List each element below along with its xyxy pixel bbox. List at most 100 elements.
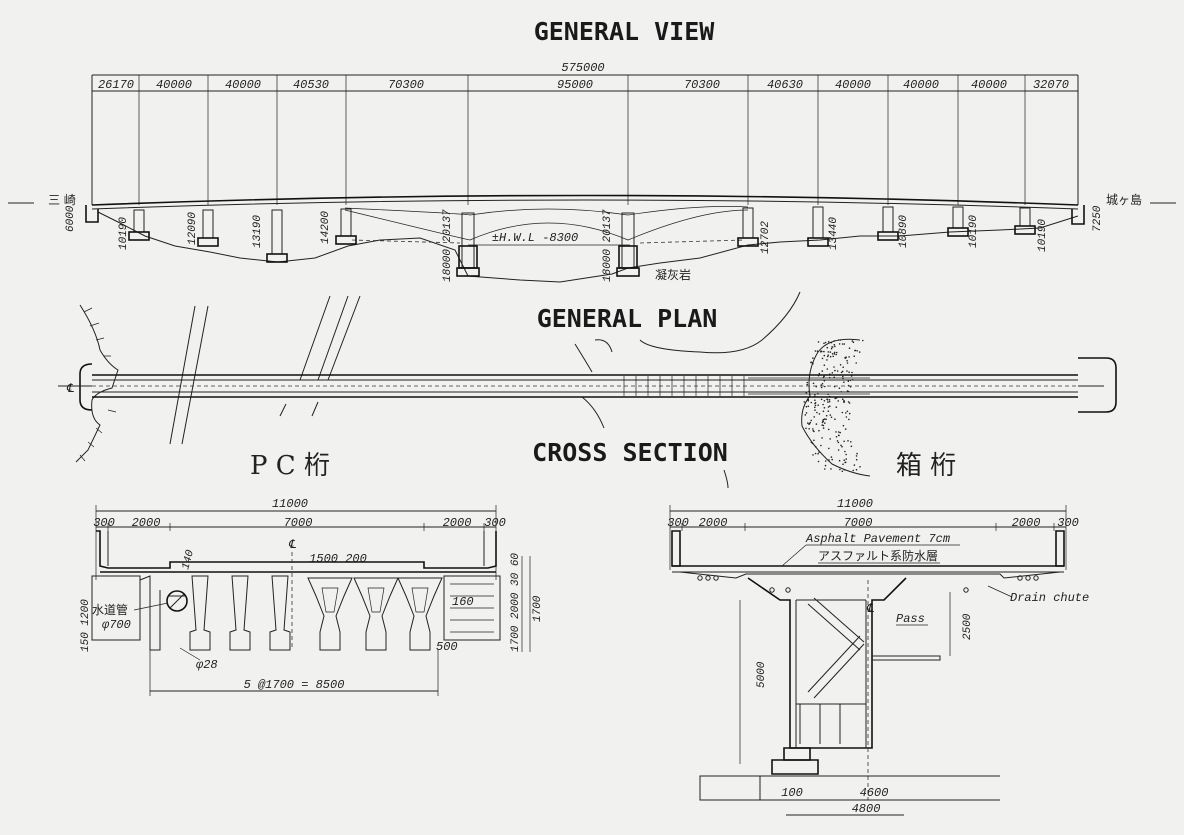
stipple-dot xyxy=(814,399,816,402)
stipple-dot xyxy=(821,370,824,372)
hwl-label: ±H.W.L -8300 xyxy=(492,231,578,245)
pier-footing xyxy=(807,237,829,247)
stipple-dot xyxy=(846,362,849,364)
span-dim: 40630 xyxy=(767,78,803,92)
stipple-dot xyxy=(825,414,828,417)
pavement-jp: アスファルト系防水層 xyxy=(818,548,938,563)
stipple-dot xyxy=(837,339,840,341)
pc-width-dim: 300 xyxy=(484,516,506,530)
stipple-dot xyxy=(848,402,851,404)
pier-height-label: 18000 20137 xyxy=(442,209,454,282)
pier-footing xyxy=(877,231,899,241)
stipple-dot xyxy=(841,445,843,448)
pier-height-label: 13190 xyxy=(252,215,264,248)
stipple-dot xyxy=(813,439,815,442)
stipple-dot xyxy=(858,351,861,353)
pier-height-label: 12090 xyxy=(187,212,199,245)
stipple-dot xyxy=(826,346,829,349)
pc-width-dim: 2000 xyxy=(132,516,161,530)
stipple-dot xyxy=(818,413,821,415)
stipple-dot xyxy=(855,468,858,471)
stipple-dot xyxy=(830,468,832,470)
general-plan-title: GENERAL PLAN xyxy=(537,304,718,333)
box-bottom-dim: 100 xyxy=(781,786,803,800)
bolt-hole xyxy=(1033,575,1039,581)
stipple-dot xyxy=(844,428,847,430)
pier-footing xyxy=(947,227,969,237)
stipple-dot xyxy=(827,406,830,408)
box-centerline: ℄ xyxy=(866,602,874,616)
stipple-dot xyxy=(852,469,854,472)
stipple-dot xyxy=(834,397,836,400)
stipple-dot xyxy=(845,453,847,456)
stipple-dot xyxy=(835,431,837,433)
stipple-dot xyxy=(807,422,809,424)
pier-footing xyxy=(456,267,480,277)
stipple-dot xyxy=(828,400,831,403)
stipple-dot xyxy=(853,464,856,466)
pier-height-label: 10190 xyxy=(968,215,980,248)
stipple-dot xyxy=(845,416,848,418)
stipple-dot xyxy=(844,450,846,453)
pier xyxy=(621,212,635,269)
stipple-dot xyxy=(844,461,847,464)
stipple-dot xyxy=(810,441,813,444)
stipple-dot xyxy=(830,416,833,419)
stipple-dot xyxy=(824,385,826,388)
water-pipe-size: φ700 xyxy=(102,618,131,632)
stipple-dot xyxy=(854,349,856,352)
stipple-dot xyxy=(842,424,845,427)
pc-bottom-dim: 5 @1700 = 8500 xyxy=(244,678,345,692)
stipple-dot xyxy=(855,362,857,364)
stipple-dot xyxy=(820,386,823,389)
stipple-dot xyxy=(835,436,838,438)
stipple-dot xyxy=(844,357,846,359)
pc-girder xyxy=(229,575,251,651)
stipple-dot xyxy=(837,434,840,437)
span-dim: 40000 xyxy=(835,78,871,92)
stipple-dot xyxy=(822,403,824,406)
stipple-dot xyxy=(839,431,841,434)
pc-width-dim: 7000 xyxy=(284,516,313,530)
stipple-dot xyxy=(843,469,846,471)
pc-girder xyxy=(397,577,443,651)
stipple-dot xyxy=(856,350,858,352)
stipple-dot xyxy=(833,340,835,342)
stipple-dot xyxy=(848,356,850,358)
stipple-dot xyxy=(823,364,826,367)
stipple-dot xyxy=(823,350,825,353)
stipple-dot xyxy=(805,412,808,414)
pier xyxy=(271,209,283,255)
stipple-dot xyxy=(822,420,824,422)
stipple-dot xyxy=(828,459,830,461)
stipple-dot xyxy=(848,347,851,350)
stipple-dot xyxy=(826,355,829,358)
general-view-elevation: 575000 26170 40000 40000 40530 70300 950… xyxy=(8,61,1176,283)
pc-width-dim: 300 xyxy=(93,516,115,530)
stipple-dot xyxy=(817,341,820,343)
stipple-dot xyxy=(842,398,844,401)
stipple-dot xyxy=(815,423,818,425)
stipple-dot xyxy=(824,468,826,470)
stipple-dot xyxy=(850,445,853,448)
pier xyxy=(952,206,964,229)
stipple-dot xyxy=(846,390,849,392)
pier-height-label: 14200 xyxy=(320,211,332,244)
stipple-dot xyxy=(843,401,845,404)
pier xyxy=(1019,207,1031,227)
stipple-dot xyxy=(835,406,838,409)
stipple-dot xyxy=(859,466,861,468)
box-height-left: 5000 xyxy=(756,661,768,688)
general-view-title: GENERAL VIEW xyxy=(534,17,716,46)
stipple-dot xyxy=(827,341,830,343)
stipple-dot xyxy=(828,447,830,450)
stipple-dot xyxy=(820,444,822,447)
stipple-dot xyxy=(821,357,824,360)
stipple-dot xyxy=(807,405,810,408)
stipple-dot xyxy=(824,422,826,424)
stipple-dot xyxy=(806,381,809,384)
pc-small-dim: φ28 xyxy=(196,658,218,672)
stipple-dot xyxy=(834,418,836,421)
bolt-hole xyxy=(769,587,775,593)
left-place-label: 三 崎 xyxy=(48,193,76,207)
